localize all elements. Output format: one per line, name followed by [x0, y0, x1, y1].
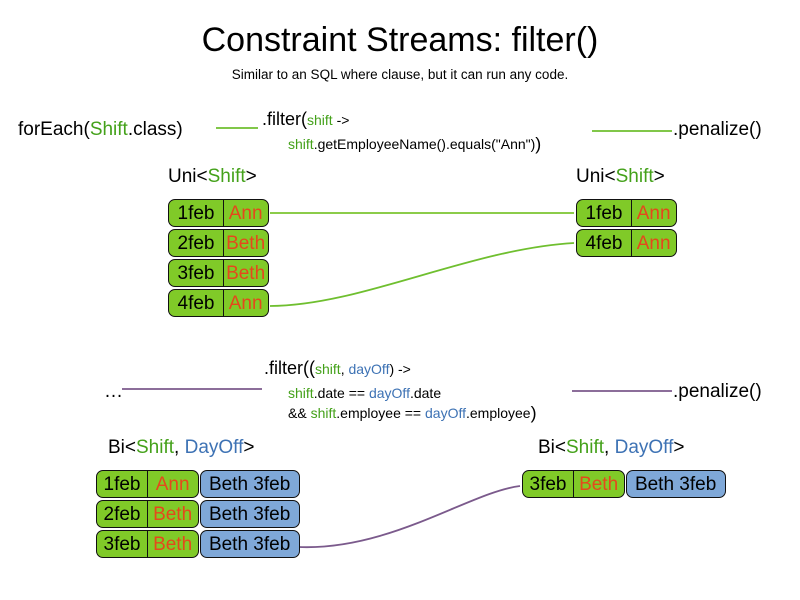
filter2-param1: shift: [315, 361, 341, 377]
shift-employee: Ann: [630, 199, 677, 227]
foreach-type: Shift: [89, 119, 128, 140]
shift-date: 1feb: [168, 199, 224, 227]
shift-date: 2feb: [168, 229, 224, 257]
bi-right-header-prefix: Bi<: [538, 437, 566, 458]
dayoff-card: Beth 3feb: [625, 470, 726, 498]
dayoff-card: Beth 3feb: [199, 530, 300, 558]
bi-right-header-comma: ,: [604, 437, 615, 458]
filter1-lead: .filter(: [262, 109, 307, 129]
bi-right-header-suffix: >: [673, 437, 685, 458]
uni-left-header-type: Shift: [207, 166, 246, 187]
shift-date: 2feb: [96, 500, 148, 528]
filter1-body: shift.getEmployeeName().equals("Ann")): [288, 134, 542, 155]
uni-left-fact-list: 1feb Ann 2feb Beth 3feb Beth 4feb Ann: [168, 199, 269, 319]
page-title: Constraint Streams: filter(): [201, 21, 599, 59]
shift-date: 1feb: [96, 470, 148, 498]
list-item[interactable]: 3feb Beth Beth 3feb: [522, 470, 726, 498]
filter2-arrow: ) ->: [389, 361, 411, 377]
filter2-body-line1: shift.date == dayOff.date: [288, 385, 441, 401]
shift-date: 4feb: [576, 229, 632, 257]
filter2-l3-end: .employee: [466, 405, 531, 421]
shift-date: 4feb: [168, 289, 224, 317]
bi-left-header-suffix: >: [243, 437, 255, 458]
filter1-arrow: ->: [332, 112, 350, 128]
bi-right-header: Bi<Shift, DayOff>: [538, 437, 684, 459]
penalize-call-bottom: .penalize(): [673, 381, 762, 402]
list-item[interactable]: 2feb Beth: [168, 229, 269, 257]
shift-employee: Ann: [146, 470, 199, 498]
dayoff-card: Beth 3feb: [199, 500, 300, 528]
fact-connector-4feb-ann: [269, 242, 575, 307]
penalize-call-top: .penalize(): [673, 119, 762, 140]
filter2-l3-pre: &&: [288, 405, 311, 421]
foreach-suffix: .class): [127, 119, 183, 140]
fact-connector-3feb-beth: [297, 485, 521, 548]
filter2-l2-end: .date: [409, 385, 442, 401]
list-item[interactable]: 1feb Ann: [576, 199, 677, 227]
filter2-body-line2: && shift.employee == dayOff.employee): [288, 403, 537, 424]
list-item[interactable]: 4feb Ann: [576, 229, 677, 257]
bi-left-header: Bi<Shift, DayOff>: [108, 437, 254, 459]
foreach-prefix: forEach(: [18, 119, 90, 140]
shift-employee: Beth: [146, 530, 199, 558]
filter2-lead: .filter((: [264, 358, 315, 378]
bi-left-header-type2: DayOff: [184, 437, 244, 458]
foreach-call: forEach(Shift.class): [18, 119, 183, 141]
shift-employee: Beth: [222, 229, 269, 257]
list-item[interactable]: 3feb Beth: [168, 259, 269, 287]
uni-right-header-suffix: >: [653, 166, 665, 187]
source-ellipsis: …: [104, 381, 123, 402]
filter1-body-var: shift: [288, 136, 314, 152]
uni-right-fact-list: 1feb Ann 4feb Ann: [576, 199, 677, 259]
shift-employee: Beth: [222, 259, 269, 287]
filter1-signature: .filter(shift ->: [262, 109, 349, 130]
filter2-l2-mid: .date ==: [313, 385, 369, 401]
shift-date: 1feb: [576, 199, 632, 227]
filter1-close-paren: ): [535, 134, 542, 155]
list-item[interactable]: 3feb Beth Beth 3feb: [96, 530, 300, 558]
bi-left-fact-list: 1feb Ann Beth 3feb 2feb Beth Beth 3feb 3…: [96, 470, 300, 560]
filter2-param2: dayOff: [348, 361, 390, 377]
shift-date: 3feb: [522, 470, 574, 498]
bi-right-header-type2: DayOff: [614, 437, 674, 458]
filter2-comma: ,: [340, 361, 349, 377]
list-item[interactable]: 2feb Beth Beth 3feb: [96, 500, 300, 528]
dayoff-card: Beth 3feb: [199, 470, 300, 498]
uni-left-header-prefix: Uni<: [168, 166, 208, 187]
filter2-close-paren: ): [530, 403, 537, 424]
filter2-l2-var1: shift: [288, 385, 314, 401]
filter2-l3-var2: dayOff: [425, 405, 466, 421]
shift-employee: Ann: [630, 229, 677, 257]
bi-right-header-type1: Shift: [566, 437, 605, 458]
bi-right-fact-list: 3feb Beth Beth 3feb: [522, 470, 726, 500]
filter1-body-rest: .getEmployeeName().equals("Ann"): [313, 136, 536, 152]
list-item[interactable]: 4feb Ann: [168, 289, 269, 317]
filter2-signature: .filter((shift, dayOff) ->: [264, 358, 411, 379]
uni-right-header-type: Shift: [615, 166, 654, 187]
shift-employee: Beth: [146, 500, 199, 528]
uni-right-header-prefix: Uni<: [576, 166, 616, 187]
filter2-l2-var2: dayOff: [368, 385, 410, 401]
bi-left-header-comma: ,: [174, 437, 185, 458]
shift-date: 3feb: [96, 530, 148, 558]
shift-employee: Ann: [222, 289, 269, 317]
shift-employee: Beth: [572, 470, 625, 498]
bi-left-header-prefix: Bi<: [108, 437, 136, 458]
shift-employee: Ann: [222, 199, 269, 227]
bi-left-header-type1: Shift: [136, 437, 175, 458]
filter2-l3-mid: .employee ==: [336, 405, 425, 421]
uni-left-header-suffix: >: [245, 166, 257, 187]
filter1-param: shift: [307, 112, 333, 128]
uni-right-header: Uni<Shift>: [576, 166, 665, 188]
list-item[interactable]: 1feb Ann Beth 3feb: [96, 470, 300, 498]
page-subtitle: Similar to an SQL where clause, but it c…: [231, 67, 569, 82]
list-item[interactable]: 1feb Ann: [168, 199, 269, 227]
uni-left-header: Uni<Shift>: [168, 166, 257, 188]
filter2-l3-var1: shift: [310, 405, 337, 421]
shift-date: 3feb: [168, 259, 224, 287]
